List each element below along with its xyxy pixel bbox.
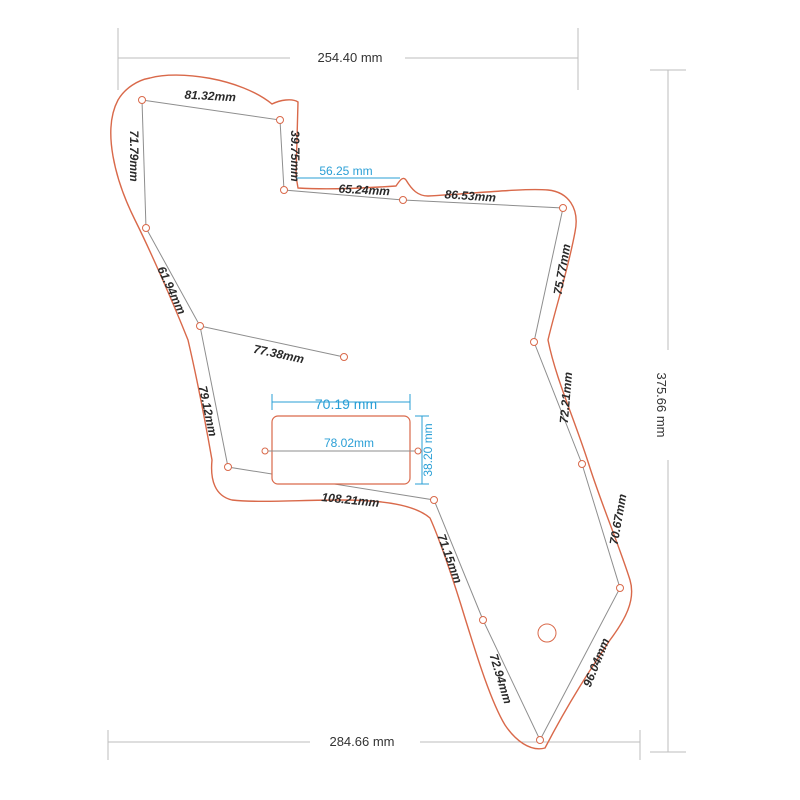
screw-hole	[276, 116, 284, 124]
screw-hole	[138, 96, 146, 104]
screw-hole	[196, 322, 204, 330]
pickup-width-label: 70.19 mm	[315, 396, 377, 412]
screw-hole	[559, 204, 567, 212]
screw-hole	[479, 616, 487, 624]
edge-label: 108.21mm	[321, 490, 381, 510]
edge-label: 96.04mm	[580, 636, 612, 689]
pickup-cavity	[271, 415, 411, 485]
screw-hole	[142, 224, 150, 232]
screw-holes	[138, 96, 624, 744]
edge-label: 81.32mm	[184, 88, 236, 105]
edge-label: 72.21mm	[557, 371, 575, 424]
edge-label: 71.79mm	[127, 130, 141, 182]
top-width-label: 254.40 mm	[317, 50, 382, 65]
bottom-width-label: 284.66 mm	[329, 734, 394, 749]
screw-hole	[430, 496, 438, 504]
edge-label: 71.15mm	[434, 532, 465, 585]
control-hole	[537, 623, 557, 643]
edge-label: 86.53mm	[444, 187, 497, 205]
pickup-height-label: 38.20 mm	[421, 423, 435, 476]
screw-hole	[578, 460, 586, 468]
pickguard-outline	[110, 74, 633, 750]
screw-hole	[414, 447, 422, 455]
screw-hole	[530, 338, 538, 346]
screw-hole	[399, 196, 407, 204]
edge-label: 77.38mm	[252, 342, 305, 366]
edge-label: 39.75mm	[288, 130, 302, 182]
height-label: 375.66 mm	[654, 372, 669, 437]
screw-hole	[261, 447, 269, 455]
edge-label: 65.24mm	[338, 182, 390, 199]
screw-hole	[536, 736, 544, 744]
inner-measure-line	[199, 325, 345, 358]
screw-hole	[224, 463, 232, 471]
screw-hole	[280, 186, 288, 194]
edge-label: 70.67mm	[607, 492, 630, 545]
neck-pocket-width-label: 56.25 mm	[319, 164, 372, 178]
pickup-hole-spacing-label: 78.02mm	[324, 436, 374, 450]
screw-hole	[616, 584, 624, 592]
edge-label: 61.94mm	[154, 264, 189, 317]
screw-hole	[340, 353, 348, 361]
